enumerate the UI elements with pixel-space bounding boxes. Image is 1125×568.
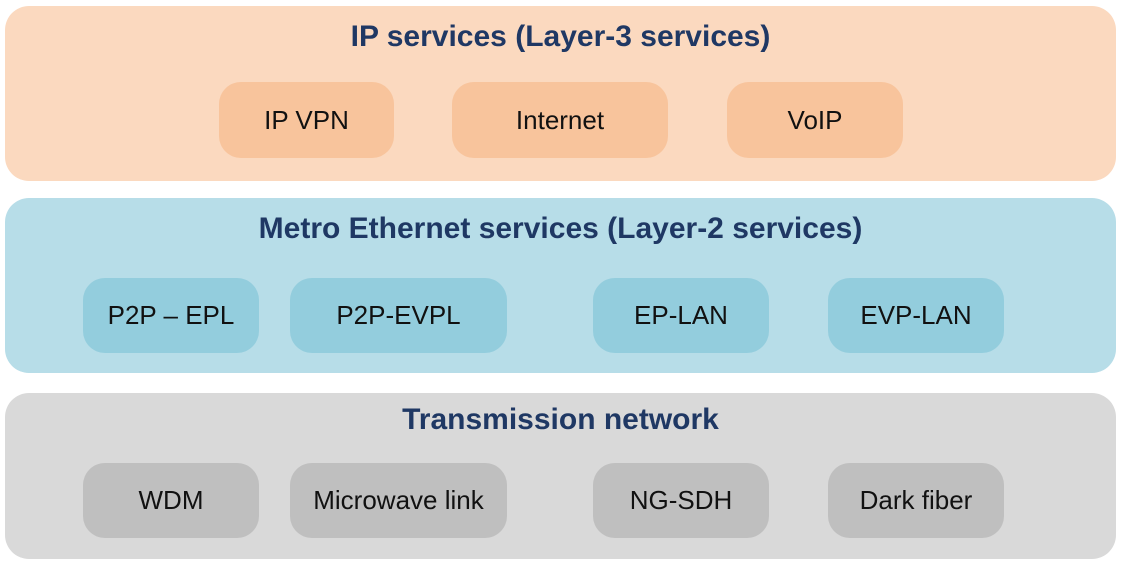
layer-metro-ethernet-services: Metro Ethernet services (Layer-2 service… xyxy=(5,198,1116,373)
layer-title-metro-ethernet: Metro Ethernet services (Layer-2 service… xyxy=(258,212,863,245)
item-ng-sdh: NG-SDH xyxy=(593,463,769,538)
item-dark-fiber: Dark fiber xyxy=(828,463,1004,538)
layer-ip-services: IP services (Layer-3 services) IP VPN In… xyxy=(5,6,1116,181)
layer-title-ip-services: IP services (Layer-3 services) xyxy=(350,20,771,53)
item-voip: VoIP xyxy=(727,82,903,158)
item-ip-vpn: IP VPN xyxy=(219,82,394,158)
item-p2p-evpl: P2P-EVPL xyxy=(290,278,507,353)
item-wdm: WDM xyxy=(83,463,259,538)
item-evp-lan: EVP-LAN xyxy=(828,278,1004,353)
item-ep-lan: EP-LAN xyxy=(593,278,769,353)
item-microwave-link: Microwave link xyxy=(290,463,507,538)
item-internet: Internet xyxy=(452,82,668,158)
layer-title-transmission: Transmission network xyxy=(402,403,719,436)
item-p2p-epl: P2P – EPL xyxy=(83,278,259,353)
layer-transmission-network: Transmission network WDM Microwave link … xyxy=(5,393,1116,559)
